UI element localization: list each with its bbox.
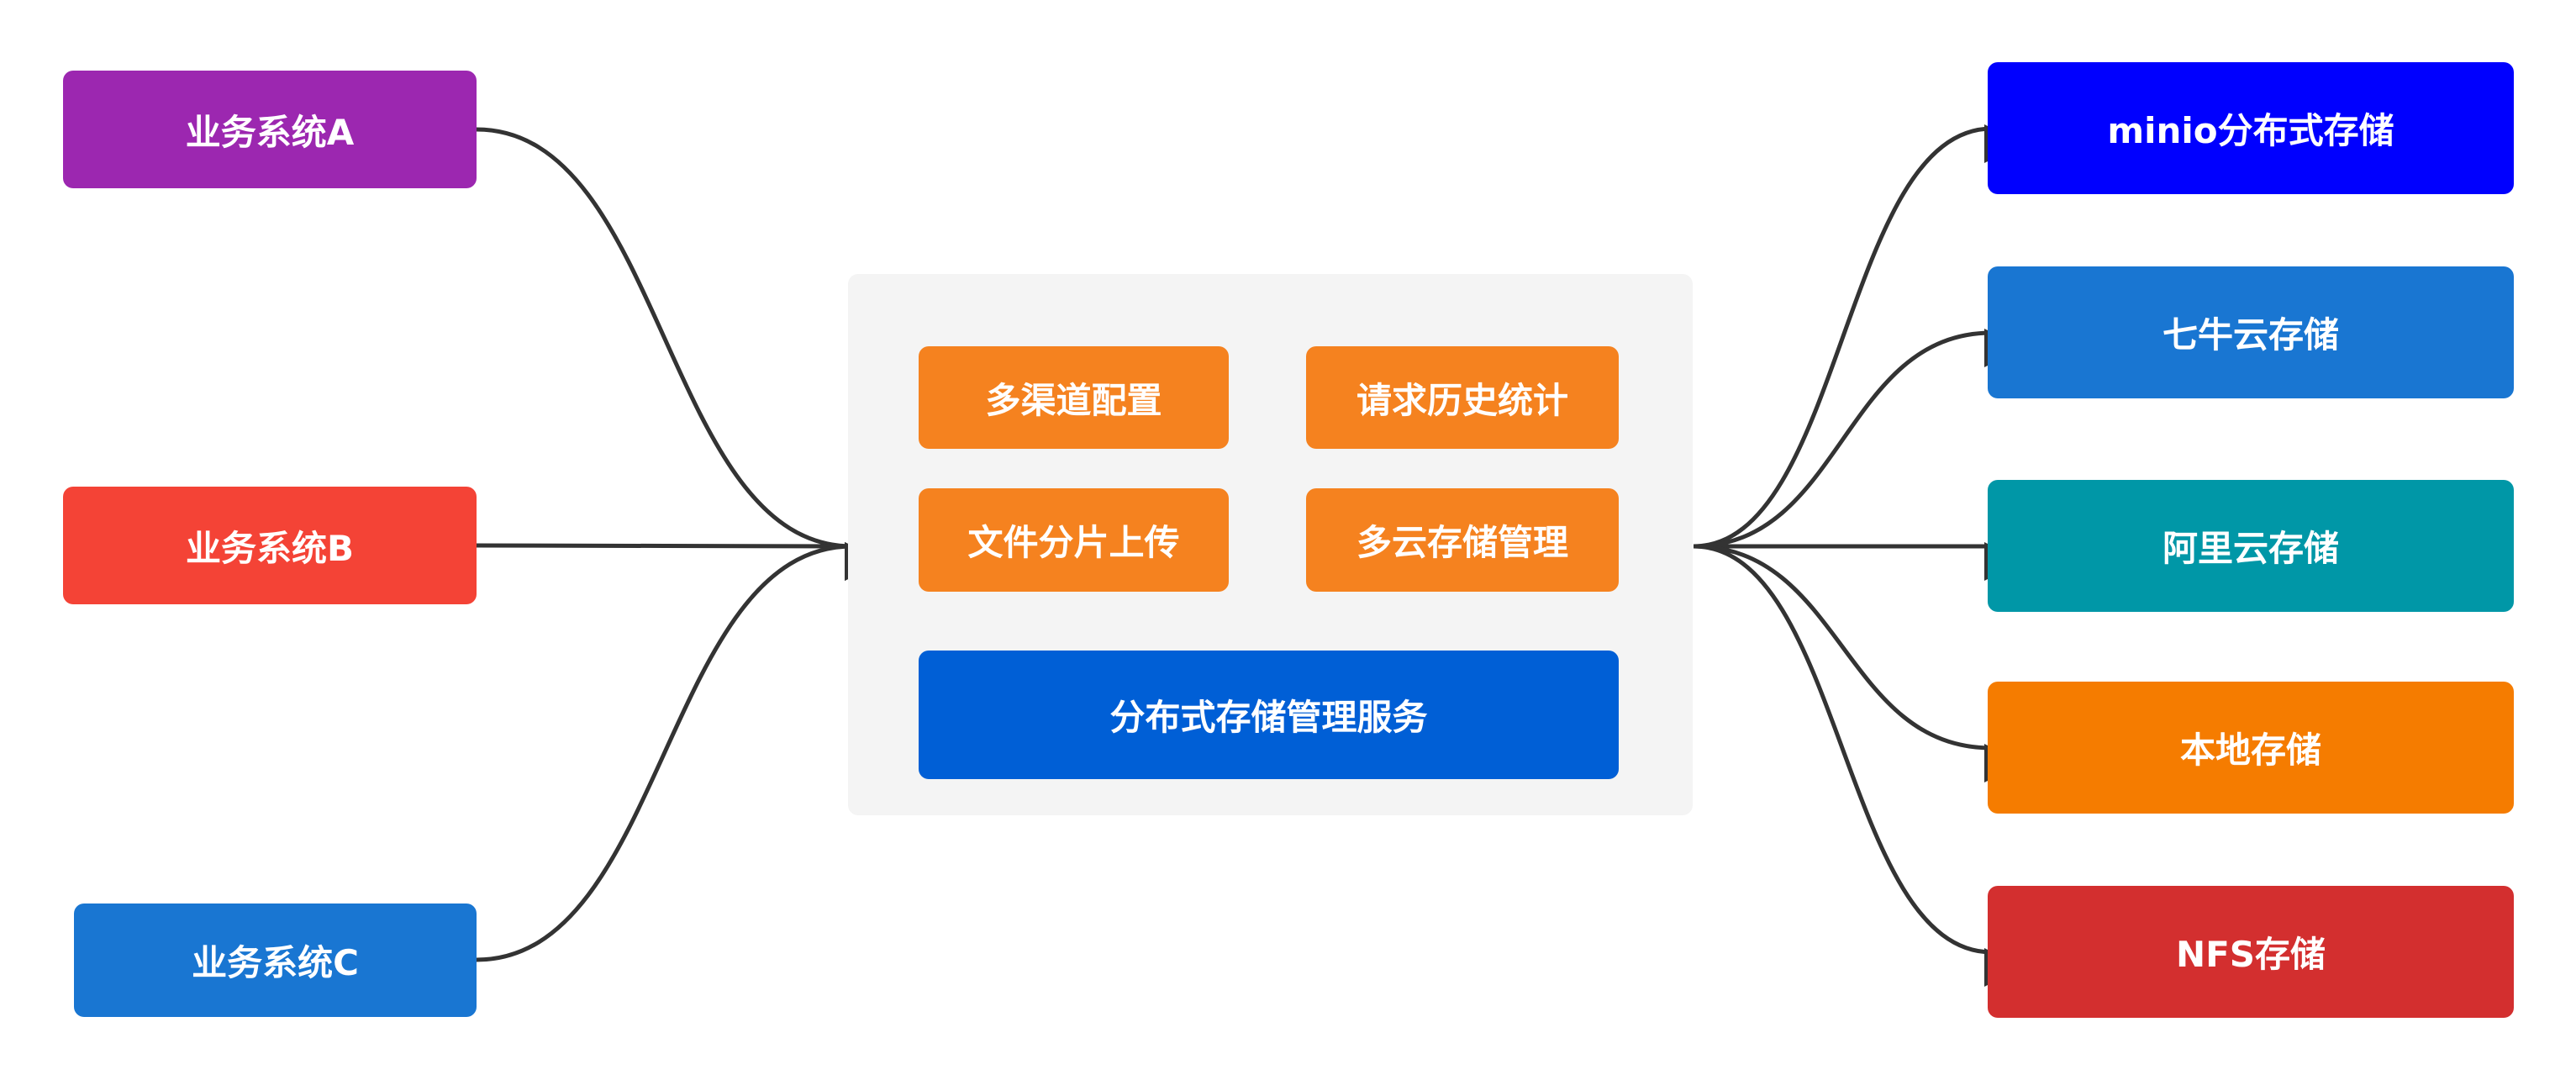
target-aliyun[interactable]: 阿里云存储 [1988, 480, 2514, 612]
source-label: 业务系统B [185, 527, 354, 569]
source-label: 业务系统C [192, 942, 359, 983]
feature-request-history-stats[interactable]: 请求历史统计 [1306, 346, 1619, 449]
edge-source-1-to-service [476, 541, 883, 581]
edge-source-2-to-service [476, 542, 884, 962]
target-qiniu[interactable]: 七牛云存储 [1988, 266, 2514, 398]
target-label: 阿里云存储 [2162, 528, 2339, 569]
feature-multi-cloud-management[interactable]: 多云存储管理 [1306, 488, 1619, 592]
edge-source-0-to-service [476, 127, 883, 581]
feature-label: 文件分片上传 [967, 522, 1180, 563]
service-title-bar[interactable]: 分布式存储管理服务 [919, 651, 1619, 779]
edge-service-to-target-4 [1693, 544, 2023, 987]
feature-multi-channel-config[interactable]: 多渠道配置 [919, 346, 1229, 449]
edge-service-to-target-0 [1693, 124, 2024, 549]
feature-label: 多渠道配置 [985, 379, 1162, 421]
target-nfs[interactable]: NFS存储 [1988, 886, 2514, 1018]
target-minio[interactable]: minio分布式存储 [1988, 62, 2514, 194]
target-label: 七牛云存储 [2162, 314, 2339, 356]
target-local[interactable]: 本地存储 [1988, 682, 2514, 814]
source-system-a[interactable]: 业务系统A [63, 71, 477, 188]
source-system-c[interactable]: 业务系统C [74, 904, 477, 1017]
target-label: minio分布式存储 [2107, 110, 2394, 151]
feature-chunked-upload[interactable]: 文件分片上传 [919, 488, 1229, 592]
feature-label: 多云存储管理 [1356, 522, 1568, 563]
edge-service-to-target-3 [1693, 544, 2023, 782]
source-system-b[interactable]: 业务系统B [63, 487, 477, 604]
service-title: 分布式存储管理服务 [1109, 697, 1428, 738]
feature-label: 请求历史统计 [1356, 379, 1568, 421]
target-label: 本地存储 [2179, 730, 2321, 771]
target-label: NFS存储 [2175, 934, 2326, 975]
source-label: 业务系统A [185, 111, 355, 153]
edge-service-to-target-1 [1693, 329, 2024, 549]
